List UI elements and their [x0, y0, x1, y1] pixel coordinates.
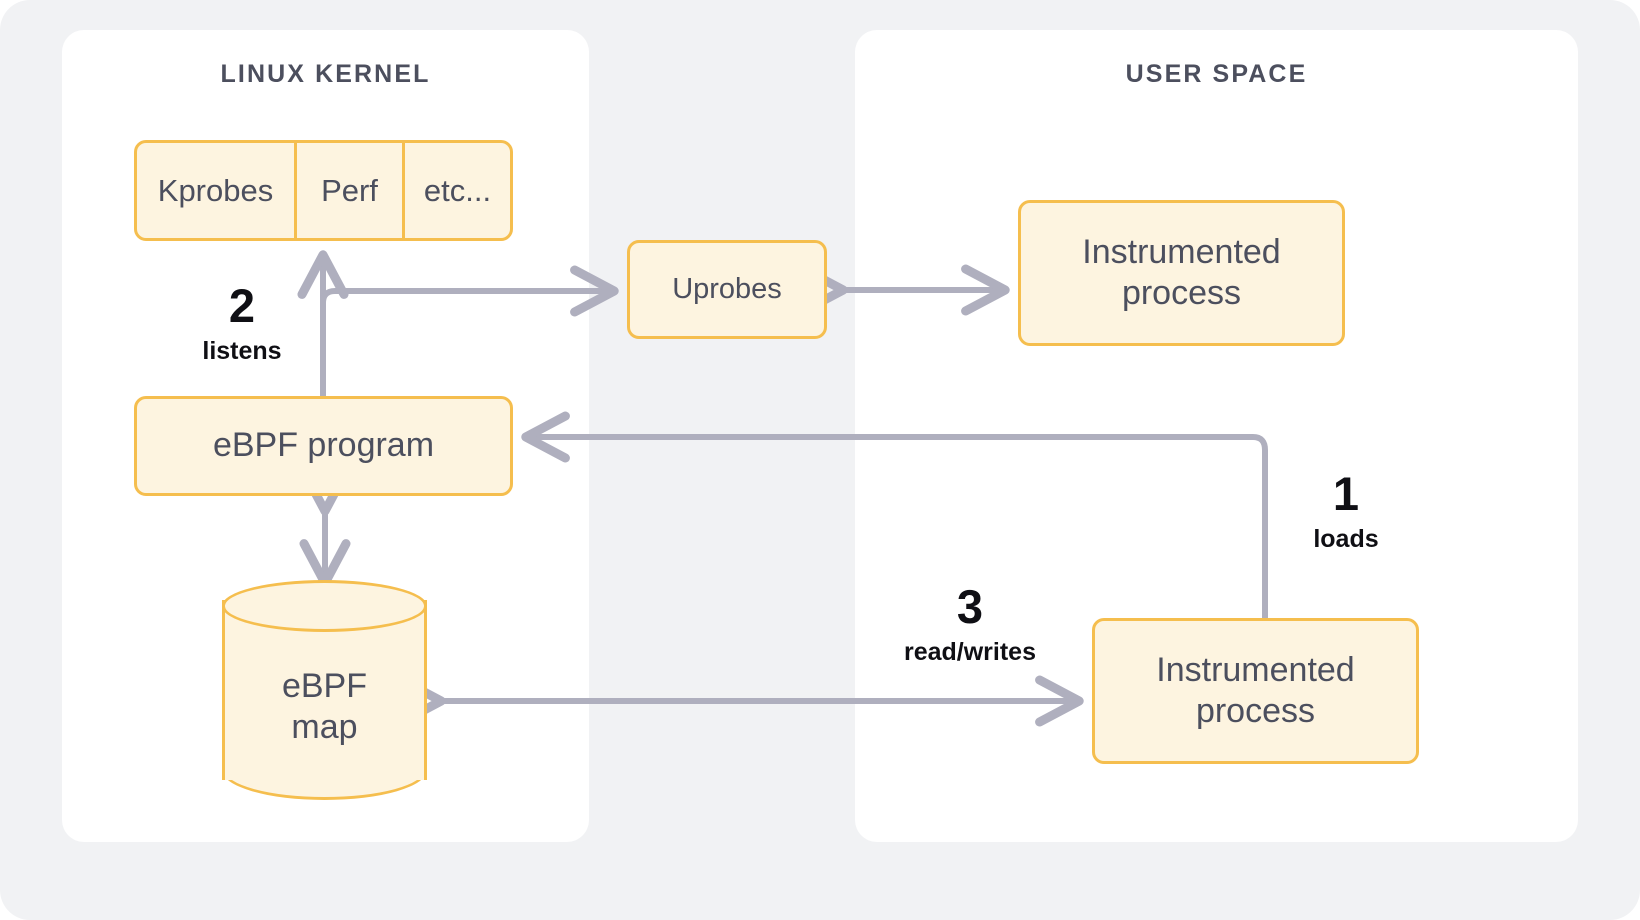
- node-ebpf-program[interactable]: eBPF program: [134, 396, 513, 496]
- step-2-number: 2: [228, 279, 256, 332]
- node-ebpf-map-label: eBPF map: [222, 632, 427, 782]
- panel-title-linux-kernel: LINUX KERNEL: [220, 60, 431, 88]
- step-label-3-read-writes: 3 read/writes: [884, 583, 1056, 667]
- probe-perf[interactable]: Perf: [294, 143, 402, 238]
- step-3-number: 3: [956, 580, 984, 633]
- node-instrumented-process-bottom-line2: process: [1195, 692, 1316, 730]
- node-ebpf-map-line1: eBPF: [281, 666, 368, 705]
- node-instrumented-process-bottom-line1: Instrumented: [1156, 650, 1355, 689]
- probe-kprobes[interactable]: Kprobes: [157, 172, 274, 208]
- step-label-1-loads: 1 loads: [1290, 470, 1402, 554]
- step-1-caption: loads: [1313, 525, 1379, 553]
- panel-title-user-space: USER SPACE: [1125, 60, 1308, 88]
- cylinder-top-ellipse: [222, 580, 427, 632]
- step-label-2-listens: 2 listens: [186, 282, 298, 366]
- probes-strip: Kprobes Perf etc...: [134, 140, 513, 241]
- step-1-number: 1: [1332, 467, 1360, 520]
- step-2-caption: listens: [202, 337, 282, 365]
- node-ebpf-map[interactable]: eBPF map: [222, 580, 427, 800]
- node-instrumented-process-bottom[interactable]: Instrumented process: [1092, 618, 1419, 764]
- node-ebpf-map-line2: map: [291, 708, 358, 746]
- probe-etc[interactable]: etc...: [402, 143, 510, 238]
- step-3-caption: read/writes: [903, 638, 1036, 666]
- node-instrumented-process-top-line2: process: [1121, 274, 1242, 312]
- node-uprobes[interactable]: Uprobes: [627, 240, 827, 339]
- node-instrumented-process-top[interactable]: Instrumented process: [1018, 200, 1345, 346]
- node-instrumented-process-top-line1: Instrumented: [1082, 232, 1281, 271]
